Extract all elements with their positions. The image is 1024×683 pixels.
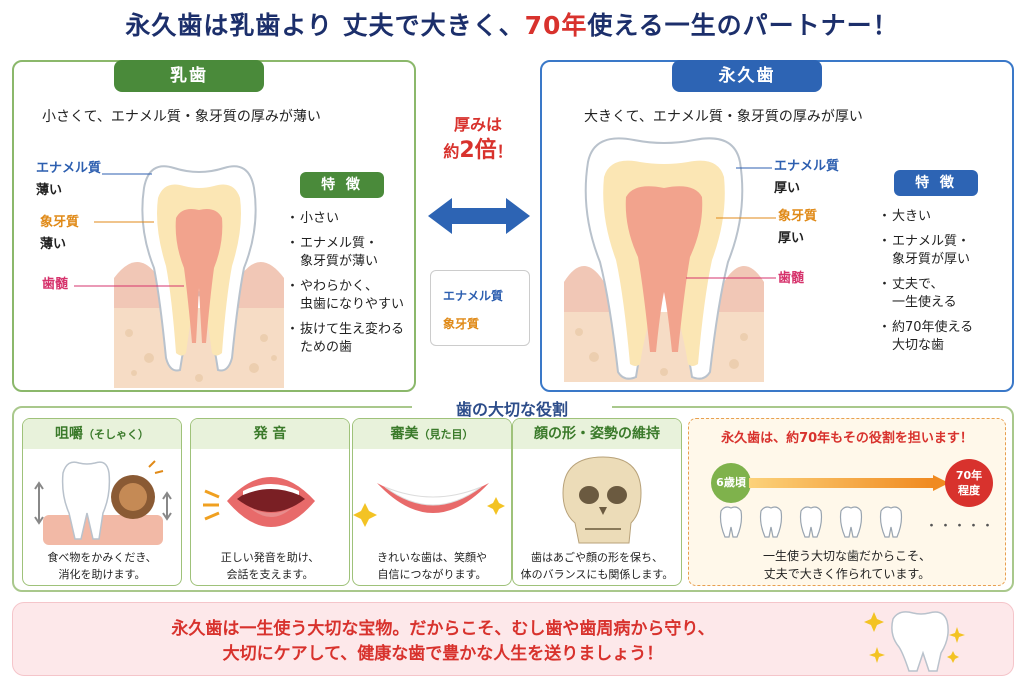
pronunciation-description: 正しい発音を助け、 会話を支えます。 — [220, 551, 320, 581]
timeline-arrow-icon — [749, 475, 949, 491]
bottom-message-box: 永久歯は一生使う大切な宝物。だからこそ、むし歯や歯周病から守り、 大切にケアして… — [12, 602, 1014, 676]
permanent-dentin-label: 象牙質厚い — [778, 209, 818, 246]
legend-dentin: 象牙質 — [443, 317, 480, 331]
double-arrow-icon — [428, 198, 530, 234]
baby-tooth-illustration — [114, 165, 284, 388]
age-start-badge: 6歳頃 — [711, 463, 751, 503]
permanent-leader-lines — [686, 167, 776, 279]
baby-tooth-description: 小さくて、エナメル質・象牙質の厚みが薄い — [42, 109, 321, 125]
role-card-aesthetics: 審美（見た目） きれいな歯は、笑顔や 自信につながります。 — [352, 418, 512, 586]
baby-pulp-label: 歯髄 — [42, 277, 69, 292]
list-item: エナメル質・ 象牙質が厚い — [878, 233, 1008, 269]
mouth-icon — [203, 477, 315, 527]
permanent-pulp-label: 歯髄 — [778, 271, 805, 286]
permanent-tooth-panel: 永久歯 大きくて、エナメル質・象牙質の厚みが厚い エナメル質厚い 象牙質厚い 歯… — [540, 60, 1014, 392]
list-item: やわらかく、 虫歯になりやすい — [286, 278, 414, 314]
list-item: エナメル質・ 象牙質が薄い — [286, 235, 414, 271]
title-part1: 永久歯は乳歯より 丈夫で大きく、 — [125, 11, 525, 40]
chewing-description: 食べ物をかみくだき、 消化を助けます。 — [47, 551, 157, 581]
age-end-badge: 70年程度 — [945, 459, 993, 507]
list-item: 丈夫で、 一生使える — [878, 276, 1008, 312]
permanent-features-tag: 特 徴 — [894, 170, 978, 196]
chewing-icon — [34, 460, 172, 545]
baby-dentin-label: 象牙質薄い — [40, 215, 80, 252]
legend-enamel: エナメル質 — [443, 289, 504, 303]
baby-enamel-label: エナメル質薄い — [36, 161, 102, 198]
role-card-chewing: 咀嚼（そしゃく） 食べ物をかみくだき、 消化を助けます。 — [22, 418, 182, 586]
title-part2: 使える一生のパートナー！ — [587, 11, 899, 40]
baby-tooth-tag: 乳歯 — [114, 60, 264, 92]
teeth-row-icon — [719, 506, 903, 538]
list-item: 約70年使える 大切な歯 — [878, 319, 1008, 355]
permanent-tooth-illustration — [564, 137, 764, 382]
sparkling-tooth-icon — [864, 611, 965, 672]
list-item: 大きい — [878, 208, 1008, 226]
permanent-enamel-label: エナメル質厚い — [774, 159, 840, 196]
role-card-face-shape: 顔の形・姿勢の維持 歯はあごや顔の形を保ち、 体のバランスにも関係します。 — [512, 418, 682, 586]
role-card-pronunciation: 発 音 正しい発音を助け、 会話を支えます。 — [190, 418, 350, 586]
permanent-features-list: 大きい エナメル質・ 象牙質が厚い 丈夫で、 一生使える 約70年使える 大切な… — [878, 208, 1008, 362]
roles-title: 歯の大切な役割 — [412, 396, 612, 420]
title-highlight: 70年 — [524, 11, 588, 40]
legend: エナメル質 象牙質 — [430, 270, 530, 346]
lifespan-title: 永久歯は、約70年もその役割を担います！ — [721, 431, 973, 446]
lifespan-panel: 永久歯は、約70年もその役割を担います！ 6歳頃 70年程度 ・・・・・ 一生使… — [688, 418, 1006, 586]
permanent-tooth-tag: 永久歯 — [672, 60, 822, 92]
list-item: 抜けて生え変わる ための歯 — [286, 321, 414, 357]
page-title: 永久歯は乳歯より 丈夫で大きく、70年使える一生のパートナー！ — [0, 6, 1024, 42]
smile-icon — [353, 483, 505, 527]
baby-leader-lines — [74, 173, 184, 287]
lifespan-description: 一生使う大切な歯だからこそ、 丈夫で大きく作られています。 — [762, 549, 931, 581]
skull-icon — [562, 456, 642, 544]
aesthetics-description: きれいな歯は、笑顔や 自信につながります。 — [377, 551, 487, 581]
bottom-message: 永久歯は一生使う大切な宝物。だからこそ、むし歯や歯周病から守り、 大切にケアして… — [171, 619, 715, 664]
baby-features-tag: 特 徴 — [300, 172, 384, 198]
list-item: 小さい — [286, 210, 414, 228]
thickness-callout: 厚みは 約2倍！ — [443, 115, 513, 163]
baby-features-list: 小さい エナメル質・ 象牙質が薄い やわらかく、 虫歯になりやすい 抜けて生え変… — [286, 210, 414, 364]
ellipsis: ・・・・・ — [925, 519, 996, 534]
face-shape-description: 歯はあごや顔の形を保ち、 体のバランスにも関係します。 — [520, 551, 674, 581]
baby-tooth-panel: 乳歯 小さくて、エナメル質・象牙質の厚みが薄い エナメル質薄い 象牙質薄い 歯髄… — [12, 60, 416, 392]
permanent-tooth-description: 大きくて、エナメル質・象牙質の厚みが厚い — [584, 109, 863, 125]
